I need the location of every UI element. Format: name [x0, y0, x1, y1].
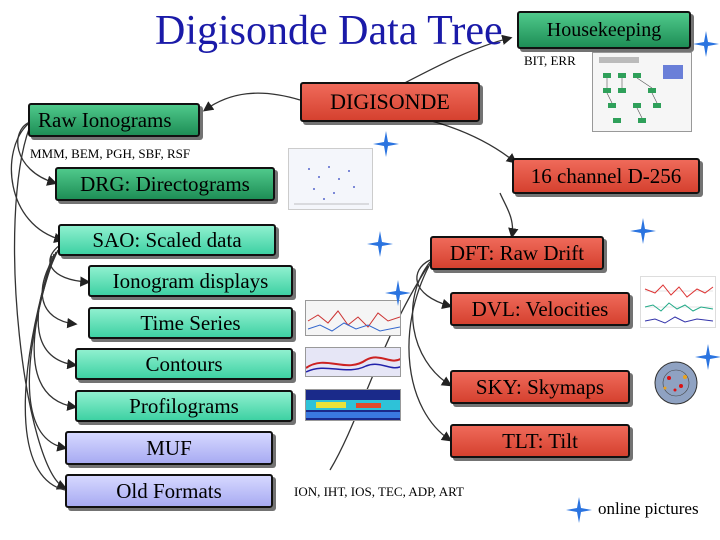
housekeeping-caption: BIT, ERR [524, 53, 576, 68]
sparkle-icon [367, 231, 393, 257]
profilograms-label: Profilograms [129, 393, 239, 418]
profilogram-plot-icon [306, 400, 400, 418]
old-formats-box[interactable]: Old Formats [65, 474, 273, 508]
time-series-thumbnail [305, 300, 401, 336]
digisonde-label: DIGISONDE [330, 89, 450, 114]
contours-box[interactable]: Contours [75, 348, 293, 380]
housekeeping-label: Housekeeping [546, 18, 662, 41]
time-series-plot-icon [307, 310, 400, 332]
sparkle-icon [566, 497, 592, 523]
sparkle-icon [695, 344, 720, 370]
muf-label: MUF [146, 435, 192, 460]
time-series-label: Time Series [140, 310, 241, 335]
raw-ionograms-caption: MMM, BEM, PGH, SBF, RSF [30, 146, 191, 161]
directogram-plot-icon [294, 166, 369, 205]
housekeeping-box[interactable]: Housekeeping [517, 11, 691, 49]
ionogram-displays-box[interactable]: Ionogram displays [88, 265, 293, 297]
skymap-plot-icon [654, 361, 698, 405]
sparkle-icon [373, 131, 399, 157]
d256-box[interactable]: 16 channel D-256 [512, 158, 700, 194]
velocity-thumbnail [640, 276, 716, 328]
velocity-plot-icon [644, 284, 714, 324]
sparkle-icon [630, 218, 656, 244]
drg-thumbnail [288, 148, 373, 210]
profilograms-thumbnail [305, 389, 401, 421]
sparkle-icon [693, 31, 719, 57]
contour-plot-icon [306, 356, 400, 373]
schematic-icon [599, 57, 683, 123]
muf-box[interactable]: MUF [65, 431, 273, 465]
page-title: Digisonde Data Tree [155, 8, 503, 54]
sao-box[interactable]: SAO: Scaled data [58, 224, 276, 256]
raw-ionograms-label: Raw Ionograms [38, 107, 172, 132]
ionogram-displays-label: Ionogram displays [112, 268, 269, 293]
profilograms-box[interactable]: Profilograms [75, 390, 293, 422]
d256-label: 16 channel D-256 [530, 163, 682, 188]
sao-label: SAO: Scaled data [92, 227, 242, 252]
raw-ionograms-box[interactable]: Raw Ionograms [28, 103, 200, 137]
skymap-thumbnail [645, 360, 707, 406]
dvl-label: DVL: Velocities [471, 296, 609, 321]
dft-label: DFT: Raw Drift [449, 240, 585, 265]
contours-label: Contours [145, 351, 223, 376]
digisonde-box[interactable]: DIGISONDE [300, 82, 480, 122]
time-series-box[interactable]: Time Series [88, 307, 293, 339]
other-formats-caption: ION, IHT, IOS, TEC, ADP, ART [294, 484, 464, 499]
tlt-box[interactable]: TLT: Tilt [450, 424, 630, 458]
dft-box[interactable]: DFT: Raw Drift [430, 236, 604, 270]
old-formats-label: Old Formats [116, 478, 222, 503]
sparkle-icon [385, 280, 411, 306]
contours-thumbnail [305, 347, 401, 377]
drg-label: DRG: Directograms [80, 171, 250, 196]
sky-label: SKY: Skymaps [475, 374, 605, 399]
tlt-label: TLT: Tilt [502, 428, 578, 453]
sky-box[interactable]: SKY: Skymaps [450, 370, 630, 404]
online-pictures-label: online pictures [598, 499, 699, 518]
dvl-box[interactable]: DVL: Velocities [450, 292, 630, 326]
housekeeping-thumbnail [592, 52, 692, 132]
drg-box[interactable]: DRG: Directograms [55, 167, 275, 201]
